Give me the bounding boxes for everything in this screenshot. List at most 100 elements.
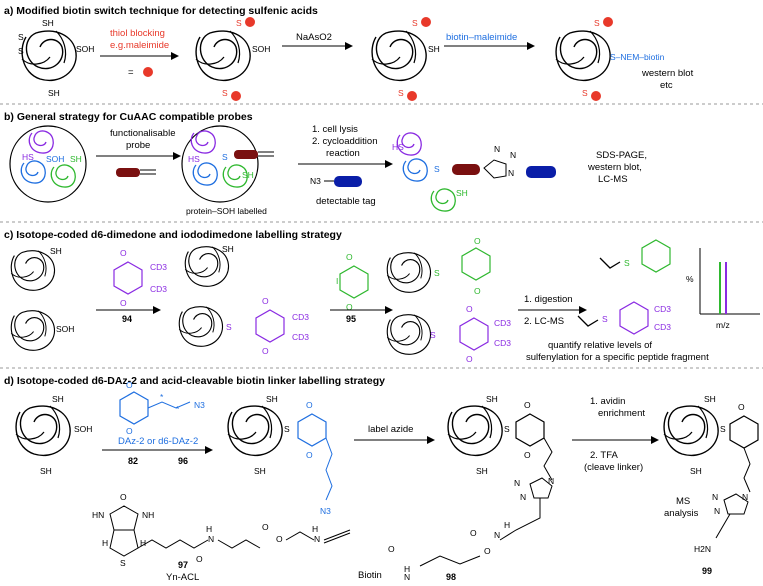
s-label: S xyxy=(222,152,228,162)
o-label: O xyxy=(524,400,531,410)
n-label: N xyxy=(714,506,720,516)
equals-label: = xyxy=(128,67,134,78)
h-label: H xyxy=(140,538,146,548)
o-label: O xyxy=(120,248,127,258)
protein-icon-a1 xyxy=(21,30,77,82)
protein-icon xyxy=(15,405,71,457)
iodo-label: I xyxy=(336,276,338,286)
triazole-n-label: N xyxy=(508,168,514,178)
dimedone-ring-icon xyxy=(729,415,759,449)
panel-a-title: a) Modified biotin switch technique for … xyxy=(4,5,318,17)
soh-label: SOH xyxy=(46,154,64,164)
soh-label: SOH xyxy=(76,44,94,54)
probe-bar-icon xyxy=(452,164,480,175)
o-label: O xyxy=(466,304,473,314)
probe-bar-icon xyxy=(234,150,258,159)
cell-icon xyxy=(181,125,259,203)
protein-green-icon xyxy=(430,188,456,212)
cd3-label: CD3 xyxy=(150,262,167,272)
asterisk-label: * xyxy=(160,392,164,402)
percent-label: % xyxy=(686,274,694,284)
readout-label: etc xyxy=(660,80,673,91)
soh-label: SOH xyxy=(252,44,270,54)
s-label: S xyxy=(434,268,440,278)
panel-d: d) Isotope-coded d6-DAz-2 and acid-cleav… xyxy=(4,375,759,583)
cd3-label: CD3 xyxy=(654,304,671,314)
cd3-label: CD3 xyxy=(292,332,309,342)
maleimide-label: e.g.maleimide xyxy=(110,40,169,51)
cleave-label: (cleave linker) xyxy=(584,462,643,473)
label-azide-label: label azide xyxy=(368,424,413,435)
thiol-blocking-label: thiol blocking xyxy=(110,28,165,39)
protein-blue-icon xyxy=(20,160,46,184)
cd3-label: CD3 xyxy=(494,338,511,348)
dimedone-ring-icon xyxy=(461,247,491,281)
h-label: H xyxy=(504,520,510,530)
red-dot-icon xyxy=(591,91,601,101)
dimedone-ring-icon xyxy=(119,391,149,425)
linker-chain xyxy=(325,437,333,501)
tag-pill-icon xyxy=(334,176,362,187)
sh-label: SH xyxy=(70,154,82,164)
peptide-fragment-icon xyxy=(577,315,599,327)
compound-82-label: 82 xyxy=(128,456,138,466)
protein-blue-icon xyxy=(402,158,428,182)
protein-purple-icon xyxy=(28,130,54,154)
o-label: O xyxy=(262,522,269,532)
s-label: S xyxy=(602,314,608,324)
compound-96-label: 96 xyxy=(178,456,188,466)
o-label: O xyxy=(306,450,313,460)
avidin-label: enrichment xyxy=(598,408,645,419)
labelled-caption: protein–SOH labelled xyxy=(186,206,267,216)
readout-label: western blot xyxy=(641,68,694,79)
red-dot-icon xyxy=(231,91,241,101)
s-label: S xyxy=(120,558,126,568)
sh-label: SH xyxy=(486,394,498,404)
s-label: S xyxy=(18,32,24,42)
s-label: S xyxy=(504,424,510,434)
iododimedone-ring-icon xyxy=(339,265,369,299)
n-label: N xyxy=(520,492,526,502)
protein-icon xyxy=(227,405,283,457)
step-label: reaction xyxy=(326,148,360,159)
linker-chain xyxy=(147,401,191,409)
ms-label: MS xyxy=(676,496,690,507)
o-label: O xyxy=(196,554,203,564)
cd3-label: CD3 xyxy=(292,312,309,322)
analysis-label: analysis xyxy=(664,508,699,519)
probe-label: probe xyxy=(126,140,150,151)
o-label: O xyxy=(276,534,283,544)
protein-blue-icon xyxy=(192,162,218,186)
sh-label: SH xyxy=(48,88,60,98)
red-dot-icon xyxy=(603,17,613,27)
step-label: 2. cycloaddition xyxy=(312,136,377,147)
s-label: S xyxy=(398,88,404,98)
sh-label: SH xyxy=(242,170,254,180)
mass-spectrum-icon: % m/z xyxy=(686,248,760,330)
avidin-label: 1. avidin xyxy=(590,396,625,407)
soh-label: SOH xyxy=(74,424,92,434)
o-label: O xyxy=(470,528,477,538)
s-label: S xyxy=(582,88,588,98)
h-label: H xyxy=(404,564,410,574)
mz-label: m/z xyxy=(716,320,730,330)
protein-icon xyxy=(663,405,719,457)
o-label: O xyxy=(120,298,127,308)
n-label: N xyxy=(548,476,554,486)
cd3-label: CD3 xyxy=(654,322,671,332)
protein-icon xyxy=(10,310,56,351)
n-label: N xyxy=(742,492,748,502)
red-dot-icon xyxy=(245,17,255,27)
red-dot-icon xyxy=(407,91,417,101)
s-label: S xyxy=(236,18,242,28)
s-label: S xyxy=(720,424,726,434)
dimedone-ring-icon xyxy=(641,239,671,273)
sh-label: SH xyxy=(476,466,488,476)
reductant-label: NaAsO2 xyxy=(296,32,332,43)
peptide-fragment-icon xyxy=(599,257,621,269)
sh-label: SH xyxy=(222,244,234,254)
o-label: O xyxy=(126,426,133,436)
hs-label: HS xyxy=(188,154,200,164)
triazole-icon xyxy=(723,493,749,515)
compound-99-label: 99 xyxy=(702,566,712,576)
